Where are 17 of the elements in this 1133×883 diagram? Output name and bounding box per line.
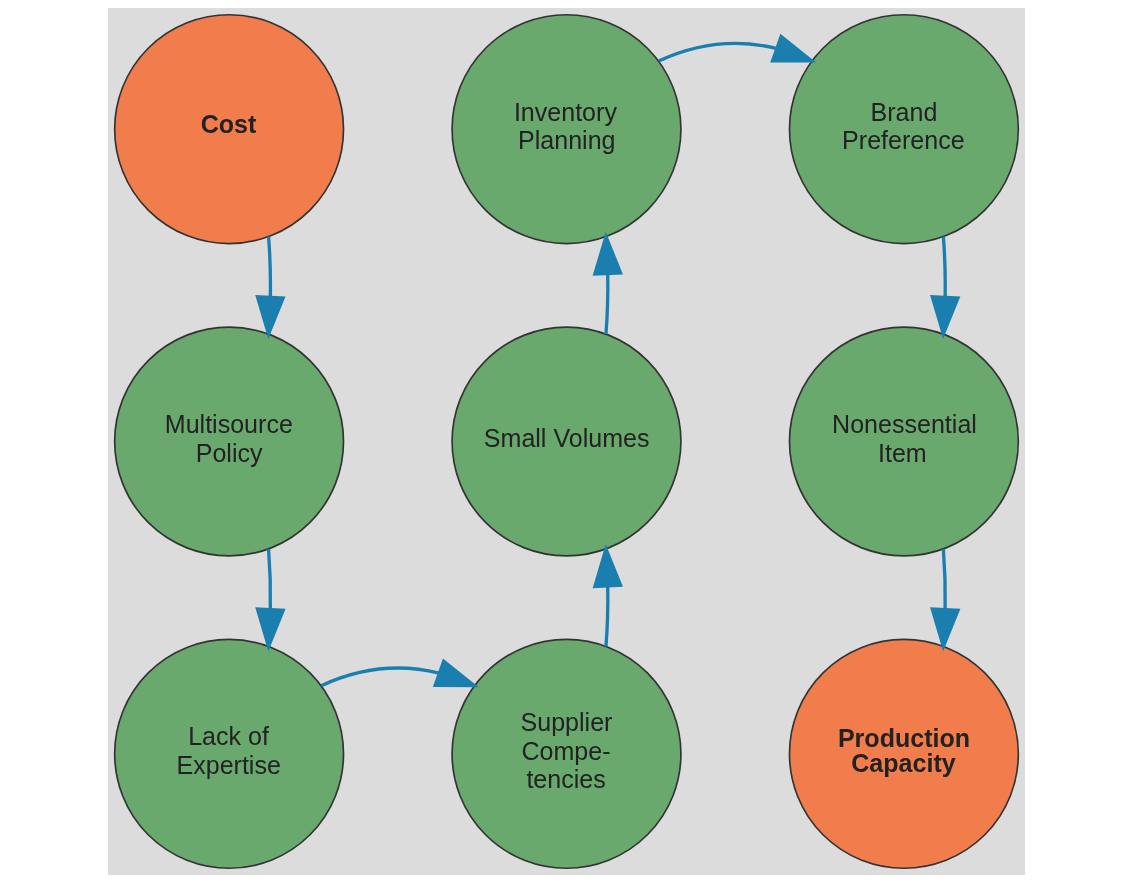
node-circle: Brand Preference <box>788 13 1020 245</box>
arrow <box>658 33 817 63</box>
arrow <box>255 236 286 340</box>
node-circle: Small Volumes <box>451 326 682 557</box>
arrow <box>320 658 479 688</box>
arrow <box>255 548 286 652</box>
node-circle: Lack of Expertise <box>113 638 345 870</box>
node-circle: Multisource Policy <box>113 326 345 557</box>
arrow <box>592 544 623 647</box>
arrow <box>592 231 623 335</box>
node-circle: Production Capacity <box>788 638 1020 870</box>
arrow <box>930 236 961 340</box>
node-circle: Supplier Compe- tencies <box>451 638 682 870</box>
node-circle: Nonessential Item <box>788 326 1020 557</box>
node-circle: Inventory Planning <box>451 13 682 245</box>
node-circle: Cost <box>113 13 345 245</box>
arrow <box>930 548 961 652</box>
